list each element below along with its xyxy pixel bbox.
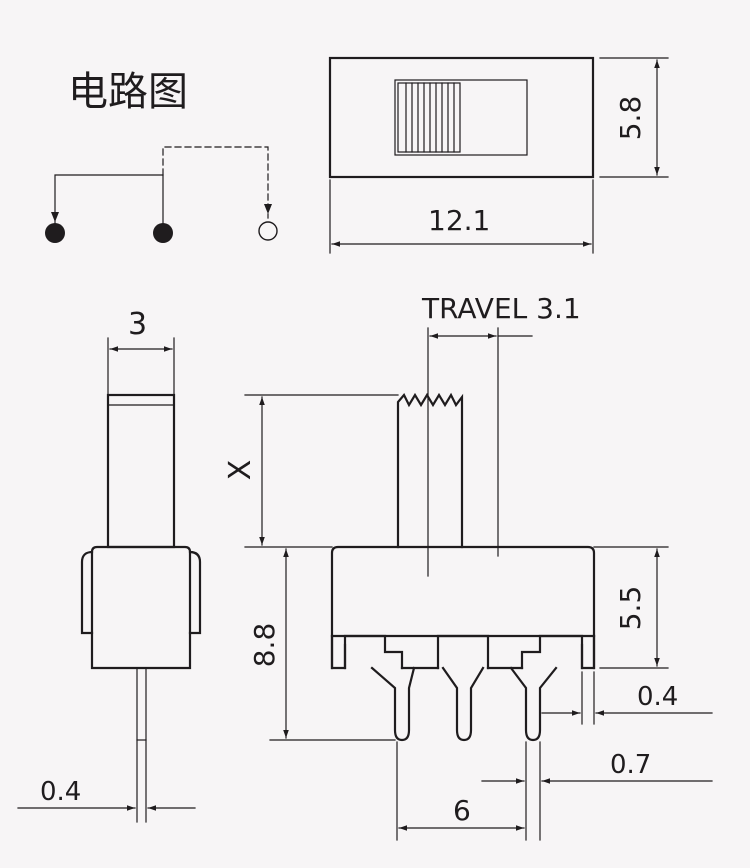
dim-side-width: 3 [128,307,147,342]
arrow-head [264,204,272,214]
arrow-head [51,212,59,222]
top-view: 5.8 12.1 [328,56,669,254]
dim-tab-thickness: 0.4 [637,682,678,712]
pin-right [509,666,558,742]
dim-top-width: 12.1 [428,204,490,237]
dim-pin-pitch: 6 [453,794,471,827]
front-view: TRAVEL 3.1 X 8.8 5.5 [223,292,713,841]
front-body [330,545,596,670]
pin-middle [441,666,485,742]
dim-overall-height: 8.8 [248,623,281,668]
top-view-slot [394,79,528,156]
terminal-filled [153,223,173,243]
side-actuator [106,393,176,549]
terminal-open [258,221,278,241]
circuit-solid-link [54,174,164,226]
dim-side-pin: 0.4 [40,777,81,807]
top-view-body [328,56,595,179]
front-actuator [396,392,464,549]
pin-left [370,666,416,742]
dim-travel: TRAVEL 3.1 [421,292,581,325]
actuator-ridges [405,82,455,153]
side-body [90,545,192,670]
contact-block-middle [436,634,490,670]
side-view: 3 0.4 [17,307,202,823]
terminal-filled [45,223,65,243]
contact-block-right [520,634,584,670]
dim-body-height: 5.5 [614,586,647,631]
top-view-actuator [397,82,461,153]
dim-top-height: 5.8 [614,96,647,141]
contact-block-left [343,634,404,670]
dim-actuator-height: X [223,460,258,481]
circuit-diagram: 电路图 [45,69,278,243]
side-pin [136,667,147,741]
circuit-title: 电路图 [68,69,188,115]
circuit-dashed-link [162,146,269,219]
dim-pin-width: 0.7 [610,750,651,780]
